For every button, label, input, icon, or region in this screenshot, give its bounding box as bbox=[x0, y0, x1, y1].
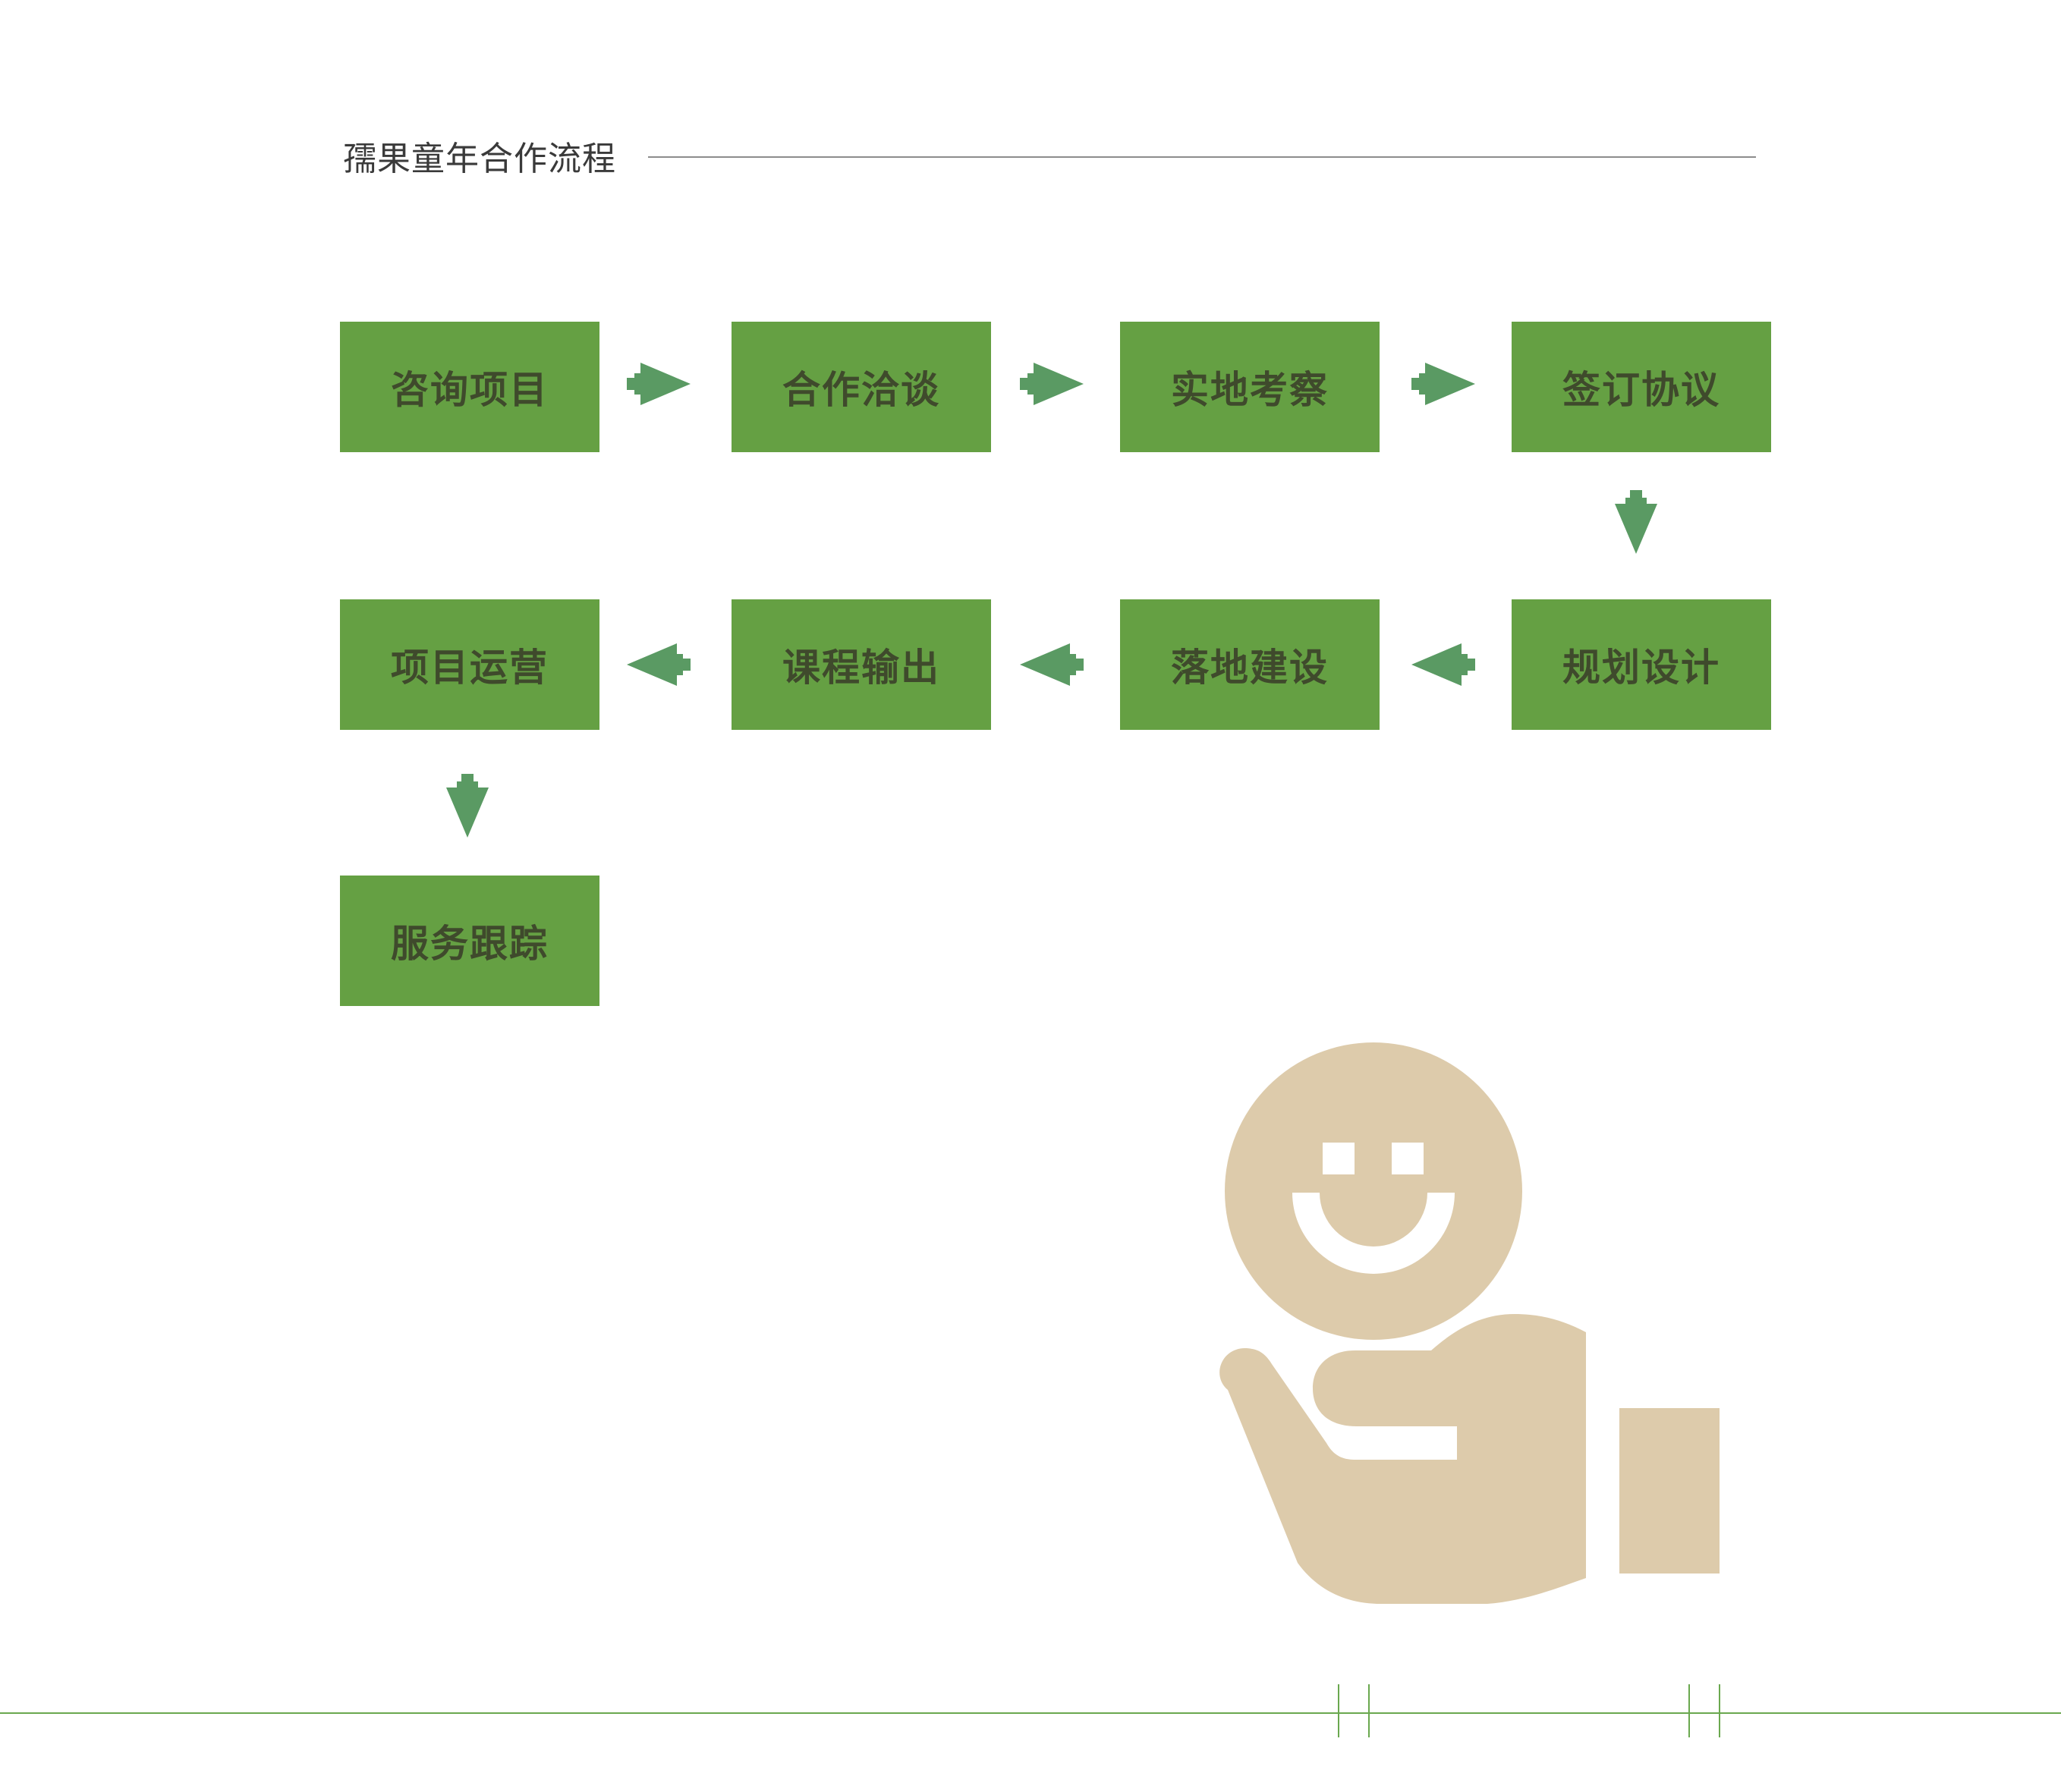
step-sign-agreement: 签订协议 bbox=[1512, 322, 1771, 452]
arrow-right-icon bbox=[1020, 363, 1084, 405]
step-site-visit: 实地考察 bbox=[1120, 322, 1380, 452]
title-divider bbox=[648, 156, 1756, 158]
arrow-left-icon bbox=[1020, 643, 1084, 686]
arrow-left-icon bbox=[1411, 643, 1475, 686]
arrow-right-icon bbox=[627, 363, 691, 405]
step-service-tracking: 服务跟踪 bbox=[340, 876, 599, 1006]
arrow-down-icon bbox=[446, 774, 489, 838]
arrow-down-icon bbox=[1615, 490, 1657, 554]
step-course-output: 课程输出 bbox=[732, 599, 991, 730]
step-planning-design: 规划设计 bbox=[1512, 599, 1771, 730]
step-construction: 落地建设 bbox=[1120, 599, 1380, 730]
smiley-on-hand-icon bbox=[1184, 1039, 1730, 1608]
footer-divider bbox=[0, 1677, 2061, 1737]
arrow-left-icon bbox=[627, 643, 691, 686]
step-negotiate: 合作洽谈 bbox=[732, 322, 991, 452]
page-title: 孺果童年合作流程 bbox=[343, 140, 616, 178]
arrow-right-icon bbox=[1411, 363, 1475, 405]
step-consult: 咨询项目 bbox=[340, 322, 599, 452]
step-project-operation: 项目运营 bbox=[340, 599, 599, 730]
